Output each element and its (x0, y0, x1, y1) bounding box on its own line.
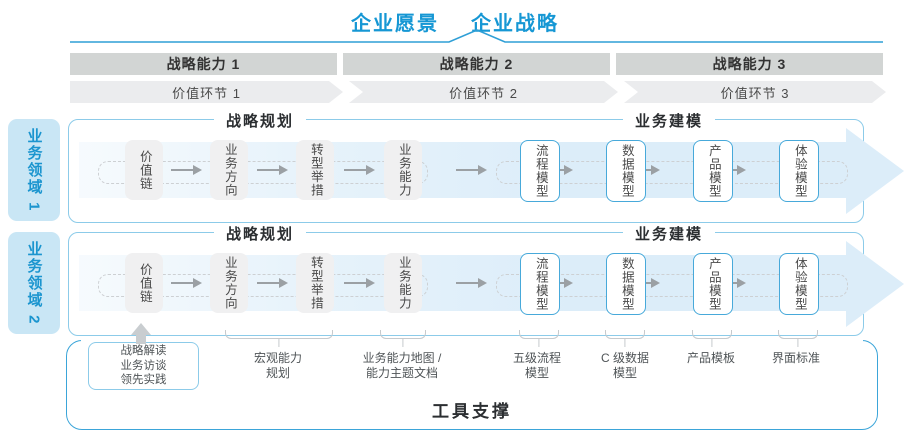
page-title: 企业愿景 企业战略 (0, 7, 910, 36)
annotation-ui-standard: 界面标准 (771, 351, 820, 365)
planning-header: 战略规划 (213, 110, 307, 131)
flow-arrow-icon (171, 278, 202, 288)
box-label: 业务能力 (396, 256, 411, 310)
flow-arrow-icon (344, 278, 375, 288)
bracket-connector (778, 330, 818, 339)
capability-label: 战略能力 2 (439, 56, 514, 72)
value-chain-label: 价值环节 1 (172, 85, 241, 101)
domain-card-1: 业务领域 1 (8, 119, 60, 221)
flow-arrow-icon (344, 165, 375, 175)
capability-label: 战略能力 1 (166, 56, 241, 72)
modeling-header: 业务建模 (622, 223, 716, 244)
box-label: 产品模型 (706, 257, 721, 311)
up-arrow-shaft (136, 335, 146, 344)
capability-bar-segment-1: 战略能力 1 (70, 53, 337, 75)
capability-bar-segment-3: 战略能力 3 (616, 53, 883, 75)
header-line-with-peak-icon (70, 29, 883, 43)
tools-title: 工具支撑 (432, 402, 512, 421)
box-label: 数据模型 (619, 144, 634, 198)
domain-label: 业务领域 2 (25, 240, 43, 326)
flow-arrow-icon (456, 278, 487, 288)
domain-lane-1: 战略规划 业务建模 价值链 业务方向 转型举措 业务能力 流程模型 数据模型 产… (68, 110, 904, 223)
capability-bar-segment-2: 战略能力 2 (343, 53, 610, 75)
tools-container-open-top (81, 339, 863, 344)
box-process-model: 流程模型 (520, 140, 560, 202)
box-value-chain: 价值链 (125, 253, 163, 313)
strategy-title: 企业战略 (471, 13, 559, 35)
box-data-model: 数据模型 (606, 253, 646, 315)
box-label: 体验模型 (792, 144, 807, 198)
modeling-header: 业务建模 (622, 110, 716, 131)
box-transformation-initiatives: 转型举措 (296, 140, 334, 200)
box-business-capability: 业务能力 (384, 140, 422, 200)
bracket-connector (225, 330, 333, 339)
dashed-track-modeling (496, 161, 848, 184)
box-experience-model: 体验模型 (779, 253, 819, 315)
box-label: 转型举措 (308, 256, 323, 310)
annotation-product-template: 产品模板 (686, 351, 735, 365)
value-chain-chevron-1: 价值环节 1 (70, 81, 343, 103)
flow-arrow-icon (257, 165, 288, 175)
box-label: 数据模型 (619, 257, 634, 311)
box-business-capability: 业务能力 (384, 253, 422, 313)
dashed-track-planning (98, 274, 428, 297)
flow-arrow-icon (456, 165, 487, 175)
box-label: 流程模型 (533, 257, 548, 311)
box-label: 业务能力 (396, 143, 411, 197)
box-data-model: 数据模型 (606, 140, 646, 202)
value-chain-label: 价值环节 2 (449, 85, 518, 101)
box-transformation-initiatives: 转型举措 (296, 253, 334, 313)
box-label: 业务方向 (222, 256, 237, 310)
box-label: 价值链 (137, 149, 152, 191)
box-label: 流程模型 (533, 144, 548, 198)
box-label: 价值链 (137, 262, 152, 304)
box-label: 转型举措 (308, 143, 323, 197)
flow-arrow-icon (171, 165, 202, 175)
bracket-connector (380, 330, 426, 339)
domain-label: 业务领域 1 (25, 127, 43, 213)
up-arrow-head (131, 323, 151, 335)
box-value-chain: 价值链 (125, 140, 163, 200)
box-label: 产品模型 (706, 144, 721, 198)
methods-box: 战略解读 业务访谈 领先实践 (88, 342, 199, 390)
annotation-level5-process-model: 五级流程 模型 (512, 351, 561, 380)
up-arrow-icon (131, 323, 151, 344)
domain-lane-2: 战略规划 业务建模 价值链 业务方向 转型举措 业务能力 流程模型 数据模型 产… (68, 223, 904, 336)
box-business-direction: 业务方向 (210, 253, 248, 313)
value-stream-arrowhead-icon (846, 241, 904, 327)
annotation-capability-map-docs: 业务能力地图 / 能力主题文档 (362, 351, 442, 380)
planning-header: 战略规划 (213, 223, 307, 244)
box-product-model: 产品模型 (693, 140, 733, 202)
vision-title: 企业愿景 (351, 13, 439, 35)
bracket-connector (692, 330, 732, 339)
box-label: 体验模型 (792, 257, 807, 311)
dashed-track-planning (98, 161, 428, 184)
box-business-direction: 业务方向 (210, 140, 248, 200)
flow-arrow-icon (257, 278, 288, 288)
bracket-connector (519, 330, 559, 339)
value-stream-arrowhead-icon (846, 128, 904, 214)
dashed-track-modeling (496, 274, 848, 297)
value-chain-chevron-3: 价值环节 3 (624, 81, 886, 103)
box-product-model: 产品模型 (693, 253, 733, 315)
value-chain-chevron-2: 价值环节 2 (349, 81, 618, 103)
domain-card-2: 业务领域 2 (8, 232, 60, 334)
capability-label: 战略能力 3 (712, 56, 787, 72)
tools-support-container: 工具支撑 (66, 339, 878, 430)
box-experience-model: 体验模型 (779, 140, 819, 202)
annotation-macro-capability-planning: 宏观能力 规划 (253, 351, 302, 380)
value-chain-label: 价值环节 3 (720, 85, 790, 101)
box-process-model: 流程模型 (520, 253, 560, 315)
annotation-c-level-data-model: C 级数据 模型 (600, 351, 649, 380)
bracket-connector (605, 330, 645, 339)
box-label: 业务方向 (222, 143, 237, 197)
